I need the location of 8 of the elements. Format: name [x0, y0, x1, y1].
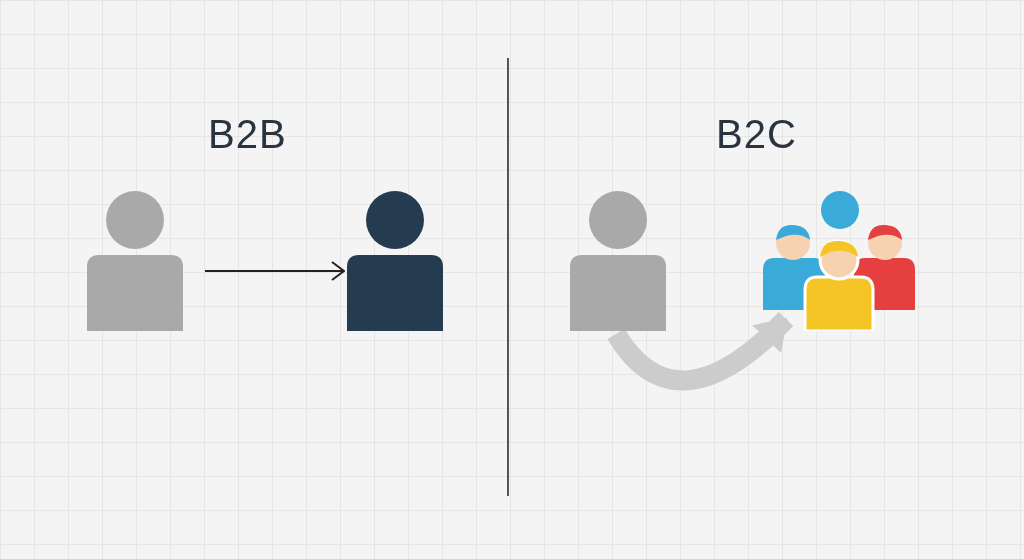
person-icon — [347, 191, 443, 331]
section-heading: B2C — [716, 112, 797, 156]
person-icon — [570, 191, 666, 331]
people-group-icon — [762, 190, 916, 331]
curved-arrow — [607, 311, 794, 391]
person-icon — [87, 191, 183, 331]
section-heading: B2B — [208, 112, 287, 156]
arrow — [204, 261, 345, 281]
